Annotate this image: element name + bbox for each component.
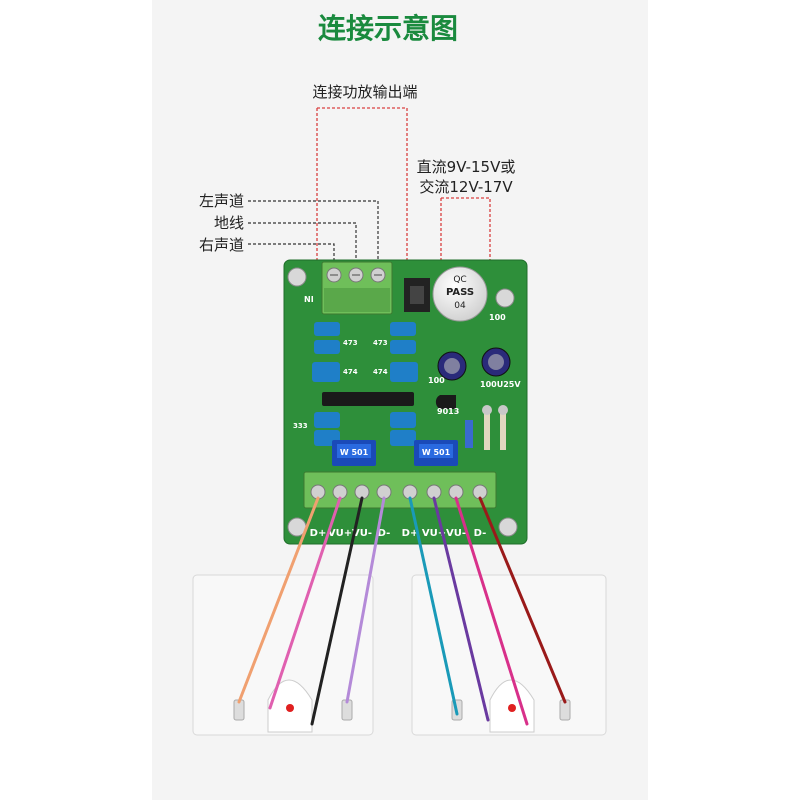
cap-code-5: 333 <box>293 422 308 430</box>
wire <box>268 496 342 710</box>
wire <box>432 496 490 722</box>
terminal-label: D+ <box>402 528 419 539</box>
ni-mark: NI <box>304 295 314 304</box>
wire <box>478 496 567 704</box>
mounting-holes <box>287 267 518 537</box>
terminal-label: VU- <box>446 528 466 539</box>
power-dashed-lines <box>440 197 491 268</box>
terminal-label: D+ <box>310 528 327 539</box>
cap-code-1: 473 <box>343 339 358 347</box>
right-channel-label: 右声道 <box>199 236 244 254</box>
ground-label: 地线 <box>214 214 244 232</box>
cap-mark: 100 <box>428 376 445 385</box>
wire <box>237 496 320 704</box>
power-connector-slot <box>410 286 424 304</box>
cap-code-4: 474 <box>373 368 388 376</box>
wire <box>345 496 386 704</box>
terminal-label: D- <box>378 528 391 539</box>
right-channel-leader <box>248 243 335 262</box>
resistors <box>465 405 508 450</box>
amp-output-dashed-box <box>316 107 408 268</box>
pot-right-label: W 501 <box>422 448 451 457</box>
cap-label: 100U25V <box>480 380 521 389</box>
vu-meter-left <box>192 574 374 736</box>
vu-meter-right <box>411 574 607 736</box>
capacitor-text-2: PASS <box>446 287 474 298</box>
pot-left-label: W 501 <box>340 448 369 457</box>
cap-code-3: 474 <box>343 368 358 376</box>
left-channel-label: 左声道 <box>199 192 244 210</box>
amp-output-label: 连接功放输出端 <box>312 83 417 101</box>
power-label-line1: 直流9V-15V或 <box>417 158 516 176</box>
terminal-label: VU+ <box>328 528 352 539</box>
terminal-label: VU- <box>352 528 372 539</box>
ic-chip <box>322 392 414 406</box>
cap-code-2: 473 <box>373 339 388 347</box>
potentiometer-left: W 501 <box>332 440 376 466</box>
terminal-label: VU+ <box>422 528 446 539</box>
terminal-labels: D+VU+VU-D-D+VU+VU-D- <box>310 528 487 539</box>
blue-capacitors <box>312 322 418 446</box>
output-terminal-block <box>303 471 497 509</box>
cap-value-mark: 100 <box>489 313 506 322</box>
terminal-label: D- <box>474 528 487 539</box>
input-terminal-block <box>321 261 393 315</box>
transistor <box>435 395 456 409</box>
small-capacitors <box>437 347 511 381</box>
connection-wires <box>237 496 567 726</box>
potentiometer-right: W 501 <box>414 440 458 466</box>
power-label-line2: 交流12V-17V <box>419 178 513 196</box>
diagram-title: 连接示意图 <box>318 12 458 45</box>
wire <box>310 496 364 726</box>
capacitor-text-3: 04 <box>454 301 466 311</box>
capacitor-text-1: QC <box>453 275 466 285</box>
transistor-mark: 9013 <box>437 407 459 416</box>
wire <box>408 496 459 716</box>
ground-leader <box>248 222 357 262</box>
main-capacitor: QC PASS 04 <box>432 266 488 322</box>
wire <box>454 496 529 726</box>
left-channel-leader <box>248 200 379 262</box>
